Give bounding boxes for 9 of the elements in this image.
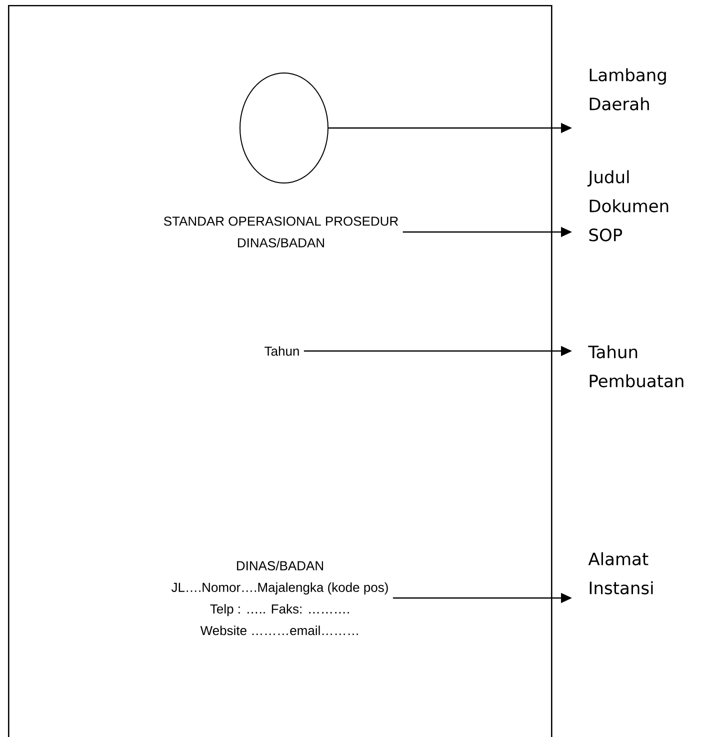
page-frame — [8, 5, 552, 737]
side-label: Lambang Daerah — [590, 68, 666, 110]
cover-text: DINAS/BADAN JL….Nomor….Majalengka (kode pos) Telp : ….. Faks: ………. Website ………email……… — [171, 560, 388, 636]
side-label: Tahun Pembuatan — [588, 345, 684, 388]
cover-text: Tahun — [264, 346, 299, 356]
empty-ellipse — [240, 72, 328, 184]
side-label: Alamat Instansi — [588, 552, 653, 594]
cover-text: STANDAR OPERASIONAL PROSEDUR DINAS/BADAN — [164, 216, 398, 248]
side-label: Judul Dokumen SOP — [587, 170, 668, 242]
